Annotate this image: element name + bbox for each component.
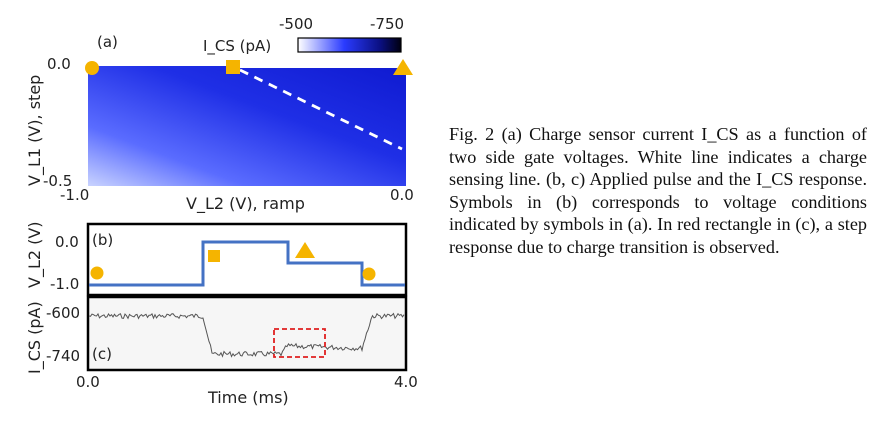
y-tick-b-1: -1.0 xyxy=(50,275,79,293)
panel-c-frame xyxy=(86,295,408,372)
time-tick-0: 0.0 xyxy=(76,373,100,391)
y-axis-label-b: V_L2 (V) xyxy=(25,221,45,288)
y-tick-c-1: -740 xyxy=(46,347,80,365)
panel-b: (b) 0.0 -1.0 V_L2 (V) xyxy=(25,221,408,297)
panel-a-label: (a) xyxy=(97,33,118,51)
panel-a: (a) I_CS (pA) -500 -750 0.0 -0.5 -1.0 0.… xyxy=(25,15,414,214)
panel-c-label: (c) xyxy=(92,345,112,363)
marker-square-a xyxy=(226,60,240,74)
figure-svg: (a) I_CS (pA) -500 -750 0.0 -0.5 -1.0 0.… xyxy=(25,15,418,407)
y-axis-label-a: V_L1 (V), step xyxy=(25,75,45,186)
time-axis-label: Time (ms) xyxy=(207,388,289,407)
y-tick-a-0: 0.0 xyxy=(47,55,71,73)
panel-b-frame xyxy=(86,222,408,297)
colorbar xyxy=(297,37,402,53)
time-tick-1: 4.0 xyxy=(394,373,418,391)
marker-triangle-b xyxy=(295,242,315,258)
y-tick-c-0: -600 xyxy=(46,304,80,322)
panel-b-label: (b) xyxy=(92,231,113,249)
current-trace xyxy=(88,312,405,358)
y-axis-label-c: I_CS (pA) xyxy=(25,301,45,374)
charge-sensing-line xyxy=(239,68,403,151)
time-axis: 0.0 4.0 Time (ms) xyxy=(76,373,418,407)
figure-caption: Fig. 2 (a) Charge sensor current I_CS as… xyxy=(449,124,867,257)
x-axis-label-a: V_L2 (V), ramp xyxy=(186,194,305,214)
y-tick-a-1: -0.5 xyxy=(43,172,72,190)
marker-circle-a xyxy=(85,61,99,75)
x-tick-a-0: -1.0 xyxy=(60,186,89,204)
pulse-trace xyxy=(89,240,405,287)
marker-circle-b xyxy=(90,266,104,280)
marker-triangle-a xyxy=(393,59,413,75)
colorbar-tick-low: -500 xyxy=(279,15,313,33)
colorbar-tick-high: -750 xyxy=(370,15,404,33)
colormap-plot xyxy=(88,66,406,186)
step-response-highlight xyxy=(273,328,326,358)
marker-circle-b-2 xyxy=(362,267,376,281)
colorbar-label: I_CS (pA) xyxy=(203,37,271,56)
x-tick-a-1: 0.0 xyxy=(390,186,414,204)
y-tick-b-0: 0.0 xyxy=(55,233,79,251)
marker-square-b xyxy=(208,250,220,262)
figure-2: (a) I_CS (pA) -500 -750 0.0 -0.5 -1.0 0.… xyxy=(0,0,440,420)
panel-c: (c) -600 -740 I_CS (pA) xyxy=(25,295,408,374)
